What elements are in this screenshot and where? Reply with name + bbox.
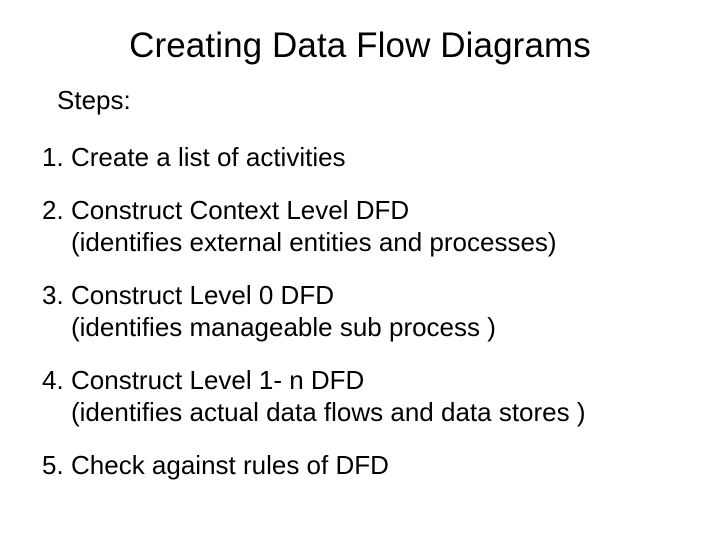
list-item: 4. Construct Level 1- n DFD (identifies … bbox=[42, 364, 702, 428]
list-item-text: Create a list of activities bbox=[71, 142, 346, 172]
list-item: 2. Construct Context Level DFD (identifi… bbox=[42, 194, 702, 258]
list-item-text: Construct Context Level DFD bbox=[71, 195, 410, 225]
list-item: 1. Create a list of activities bbox=[42, 141, 702, 173]
list-item-text: Construct Level 1- n DFD bbox=[71, 365, 365, 395]
list-item-body: Construct Level 0 DFD (identifies manage… bbox=[71, 279, 702, 343]
list-item-detail: (identifies manageable sub process ) bbox=[71, 312, 496, 342]
list-item-text: Construct Level 0 DFD bbox=[71, 280, 334, 310]
list-item-body: Create a list of activities bbox=[71, 141, 702, 173]
list-item-body: Check against rules of DFD bbox=[71, 449, 702, 481]
list-item-number: 4. bbox=[42, 365, 64, 395]
steps-list: 1. Create a list of activities 2. Constr… bbox=[42, 141, 702, 502]
list-item-body: Construct Level 1- n DFD (identifies act… bbox=[71, 364, 702, 428]
list-item-detail: (identifies actual data flows and data s… bbox=[71, 397, 586, 427]
list-item: 3. Construct Level 0 DFD (identifies man… bbox=[42, 279, 702, 343]
list-item-detail: (identifies external entities and proces… bbox=[71, 227, 557, 257]
steps-label: Steps: bbox=[57, 85, 131, 115]
page-title: Creating Data Flow Diagrams bbox=[129, 26, 591, 65]
list-item: 5. Check against rules of DFD bbox=[42, 449, 702, 481]
list-item-number: 5. bbox=[42, 450, 64, 480]
list-item-number: 1. bbox=[42, 142, 64, 172]
list-item-text: Check against rules of DFD bbox=[71, 450, 389, 480]
list-item-body: Construct Context Level DFD (identifies … bbox=[71, 194, 702, 258]
list-item-number: 2. bbox=[42, 195, 64, 225]
list-item-number: 3. bbox=[42, 280, 64, 310]
